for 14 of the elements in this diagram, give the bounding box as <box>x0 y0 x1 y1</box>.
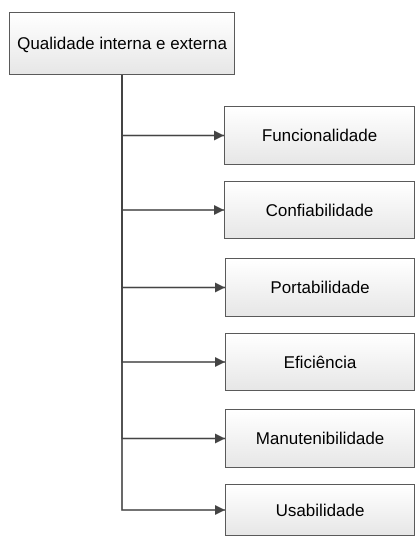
process-box <box>9 12 235 75</box>
box-label: Manutenibilidade <box>256 428 384 449</box>
box-label: Funcionalidade <box>262 125 378 146</box>
process-box <box>224 106 415 165</box>
box-label: Eficiência <box>284 352 356 372</box>
process-box <box>224 181 415 239</box>
box-label: Usabilidade <box>276 500 364 520</box>
box-label: Qualidade interna e externa <box>17 33 227 54</box>
box-label: Portabilidade <box>270 277 370 298</box>
process-box <box>225 333 415 391</box>
process-box <box>225 484 415 536</box>
box-label: Confiabilidade <box>266 200 374 220</box>
process-box <box>225 258 415 317</box>
process-box <box>225 409 415 468</box>
